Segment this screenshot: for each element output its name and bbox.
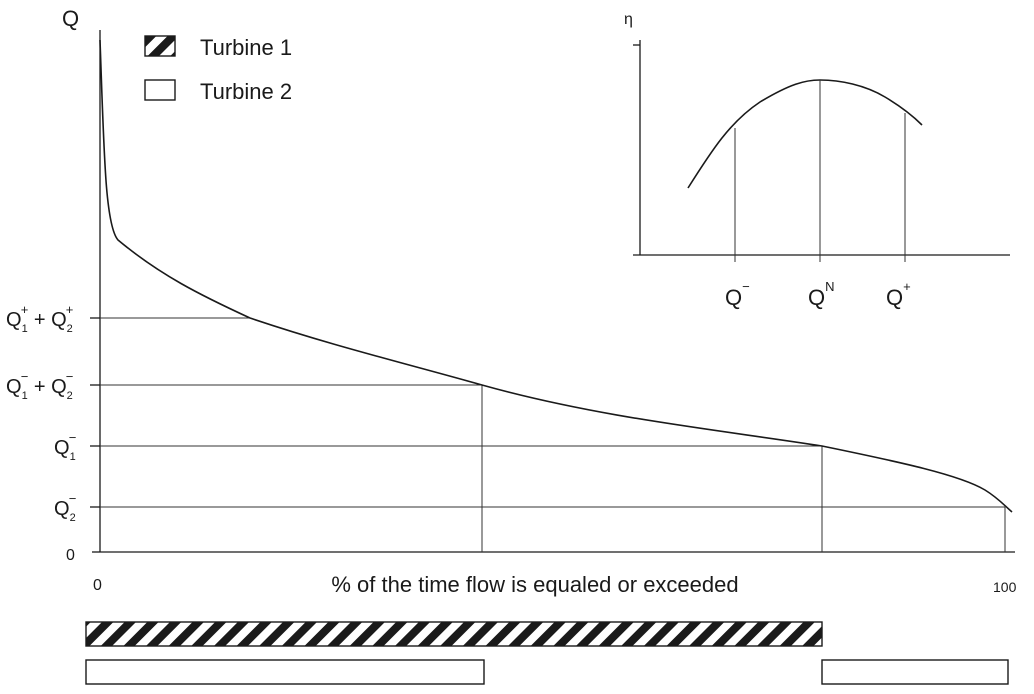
- vertical-drop-lines: [481, 385, 1006, 552]
- label-q1m-q2m: Q1− + Q2−: [6, 369, 73, 402]
- main-x-axis-label: % of the time flow is equaled or exceede…: [331, 572, 738, 597]
- x-max-label: 100: [993, 579, 1017, 595]
- turbine2-operating-bar-right: [821, 659, 1009, 685]
- main-axes: Q 0 0 100 % of the time flow is equaled …: [62, 6, 1017, 597]
- legend-turbine1-swatch: [144, 35, 176, 57]
- inset-tick-qn: QN: [808, 279, 835, 310]
- inset-tick-qminus: Q−: [725, 279, 750, 310]
- efficiency-curve: [687, 79, 923, 189]
- label-q1p-q2p: Q1+ + Q2+: [6, 302, 73, 335]
- inset-tick-qplus: Q+: [886, 279, 911, 310]
- inset-y-axis-label: η: [624, 11, 633, 28]
- flow-level-lines: [90, 317, 1005, 508]
- legend-turbine2-swatch: [144, 79, 176, 101]
- inset-efficiency-chart: η Q− QN Q+: [624, 11, 1010, 310]
- legend-turbine2-label: Turbine 2: [200, 79, 292, 104]
- flow-level-labels: Q1+ + Q2+ Q1− + Q2− Q1− Q2−: [6, 302, 76, 524]
- legend-turbine1-label: Turbine 1: [200, 35, 292, 60]
- label-q2m: Q2−: [54, 491, 76, 524]
- legend: Turbine 1 Turbine 2: [144, 35, 292, 104]
- turbine2-operating-bar-left: [85, 659, 485, 685]
- label-q1m: Q1−: [54, 430, 76, 463]
- x-min-label: 0: [93, 577, 102, 594]
- y-zero-label: 0: [66, 547, 75, 564]
- turbine1-operating-bar: [85, 621, 823, 647]
- main-y-axis-label: Q: [62, 6, 79, 31]
- operating-range-bars: [85, 621, 1009, 685]
- flow-duration-curve: [99, 39, 1013, 513]
